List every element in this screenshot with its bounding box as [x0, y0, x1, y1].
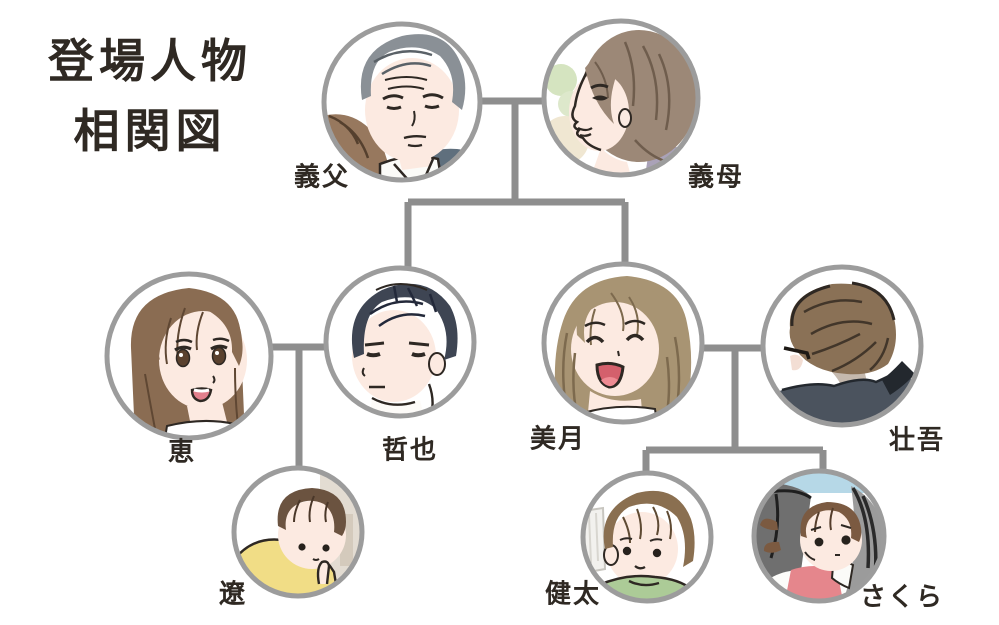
portrait-tetsuya: [323, 265, 477, 419]
portrait-sakura: [751, 468, 887, 604]
portrait-megumi: [104, 271, 274, 441]
connector-lines: [189, 97, 842, 500]
label-mizuki: 美月: [529, 424, 587, 455]
portrait-mizuki: [541, 261, 705, 425]
label-tetsuya: 哲也: [381, 435, 439, 466]
title-line-2: 相関図: [73, 104, 227, 158]
portrait-sogo: [760, 264, 924, 428]
title-line-1: 登場人物: [48, 34, 252, 88]
label-sogo: 壮吾: [888, 425, 946, 456]
label-ryo: 遼: [218, 579, 248, 610]
label-kenta: 健太: [544, 579, 602, 610]
label-gibo: 義母: [687, 162, 745, 193]
portrait-kenta: [580, 470, 714, 604]
portrait-ryo: [231, 465, 365, 599]
label-sakura: さくら: [859, 582, 945, 613]
portrait-gibo: [541, 18, 701, 178]
label-megumi: 恵: [167, 437, 197, 468]
page-title: 登場人物 相関図: [48, 26, 252, 166]
label-gifu: 義父: [293, 162, 351, 193]
